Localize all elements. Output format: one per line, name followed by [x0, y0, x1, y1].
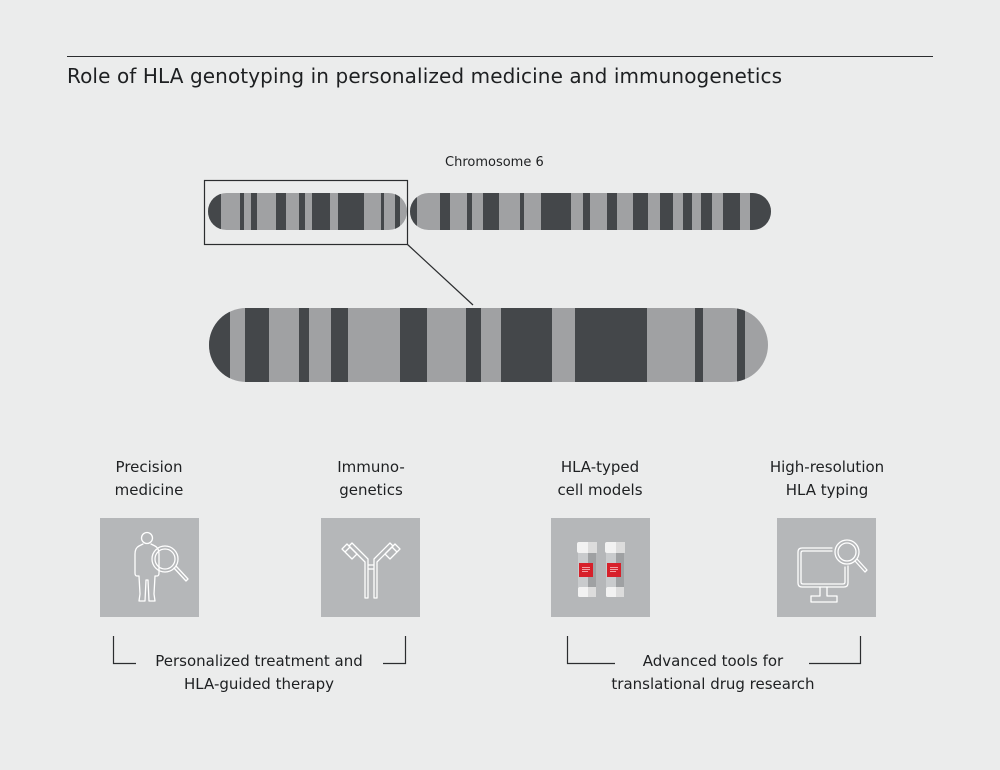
group-line: Personalized treatment and: [155, 652, 363, 670]
chromosome-band: [338, 193, 364, 230]
caption-hla-typing: High-resolution HLA typing: [727, 456, 927, 502]
chromosome-band: [607, 193, 617, 230]
chromosome-band: [410, 193, 417, 230]
chromosome-band: [299, 308, 309, 382]
chromosome-q-arm: [410, 193, 771, 230]
chromosome-band: [381, 193, 384, 230]
chromosome-band: [633, 193, 648, 230]
chromosome-band: [737, 308, 745, 382]
chromosome-band: [299, 193, 305, 230]
chromosome-band: [466, 308, 481, 382]
chromosome-band: [660, 193, 673, 230]
group-line: translational drug research: [611, 675, 815, 693]
chromosome-band: [331, 308, 348, 382]
chromosome-band: [583, 193, 590, 230]
group-line: Advanced tools for: [642, 652, 784, 670]
chromosome-band: [251, 193, 257, 230]
chromosome-band: [467, 193, 472, 230]
chromosome-band: [209, 308, 230, 382]
cell-models-tile: [551, 518, 650, 617]
caption-line: HLA typing: [785, 481, 869, 499]
person-magnifier-icon: [134, 531, 189, 602]
page-title: Role of HLA genotyping in personalized m…: [67, 64, 783, 88]
caption-line: genetics: [339, 481, 403, 499]
immunogenetics-tile: [321, 518, 420, 617]
chromosome-band: [312, 193, 330, 230]
chromosome-body: [208, 193, 407, 230]
monitor-magnifier-icon: [797, 539, 868, 603]
chromosome-band: [395, 193, 400, 230]
antibody-icon: [341, 542, 401, 599]
chromosome-band: [701, 193, 712, 230]
caption-line: Immuno-: [337, 458, 405, 476]
caption-cell-models: HLA-typed cell models: [500, 456, 700, 502]
chromosome-body: [209, 308, 768, 382]
cell-vials-icon: [577, 542, 625, 597]
chromosome-band: [240, 193, 244, 230]
chromosome-diagram: [203, 179, 771, 382]
chromosome-body: [410, 193, 771, 230]
chromosome-band: [683, 193, 692, 230]
chromosome-band: [750, 193, 771, 230]
chromosome-band: [520, 193, 524, 230]
caption-line: HLA-typed: [560, 458, 640, 476]
caption-immunogenetics: Immuno- genetics: [271, 456, 471, 502]
zoom-selection-box: [203, 179, 409, 246]
group-personalized-treatment: Personalized treatment and HLA-guided th…: [99, 650, 419, 696]
chromosome-enlarged-region: [209, 308, 768, 382]
chromosome-label: Chromosome 6: [445, 155, 544, 170]
caption-line: High-resolution: [769, 458, 885, 476]
group-translational-research: Advanced tools for translational drug re…: [553, 650, 873, 696]
hla-typing-tile: [777, 518, 876, 617]
chromosome-band: [440, 193, 450, 230]
caption-line: Precision: [115, 458, 183, 476]
chromosome-p-arm: [208, 193, 407, 230]
zoom-connector-line: [406, 243, 474, 306]
chromosome-band: [276, 193, 286, 230]
chromosome-band: [483, 193, 499, 230]
caption-precision-medicine: Precision medicine: [49, 456, 249, 502]
chromosome-band: [208, 193, 221, 230]
chromosome-band: [695, 308, 703, 382]
chromosome-band: [501, 308, 552, 382]
chromosome-band: [541, 193, 571, 230]
precision-medicine-tile: [100, 518, 199, 617]
group-line: HLA-guided therapy: [184, 675, 334, 693]
top-rule: [67, 56, 933, 57]
caption-line: cell models: [557, 481, 643, 499]
chromosome-band: [575, 308, 647, 382]
chromosome-band: [723, 193, 740, 230]
chromosome-band: [400, 308, 427, 382]
chromosome-band: [245, 308, 269, 382]
caption-line: medicine: [114, 481, 184, 499]
